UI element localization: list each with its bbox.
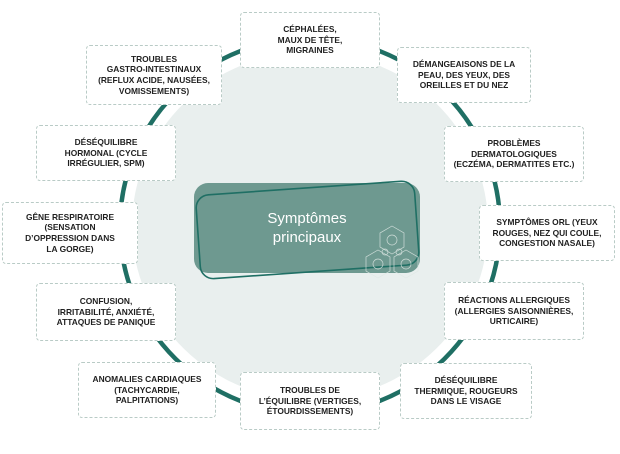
symptom-box-demangeaisons: DÉMANGEAISONS DE LA PEAU, DES YEUX, DES … xyxy=(397,47,531,103)
center-card xyxy=(194,183,420,273)
symptom-box-allergiques: RÉACTIONS ALLERGIQUES (ALLERGIES SAISONN… xyxy=(444,282,584,340)
symptom-box-confusion: CONFUSION, IRRITABILITÉ, ANXIÉTÉ, ATTAQU… xyxy=(36,283,176,341)
symptom-box-gastro: TROUBLES GASTRO-INTESTINAUX (REFLUX ACID… xyxy=(86,45,222,105)
center-title: Symptômes principaux xyxy=(267,210,347,246)
center-card-outline xyxy=(195,180,420,280)
symptom-box-thermique: DÉSÉQUILIBRE THERMIQUE, ROUGEURS DANS LE… xyxy=(400,363,532,419)
symptom-box-cephalees: CÉPHALÉES, MAUX DE TÊTE, MIGRAINES xyxy=(240,12,380,68)
symptom-box-orl: SYMPTÔMES ORL (YEUX ROUGES, NEZ QUI COUL… xyxy=(479,205,615,261)
symptom-box-hormonal: DÉSÉQUILIBRE HORMONAL (CYCLE IRRÉGULIER,… xyxy=(36,125,176,181)
symptom-box-dermatologiques: PROBLÈMES DERMATOLOGIQUES (ECZÉMA, DERMA… xyxy=(444,126,584,182)
hexagon-pattern-decoration xyxy=(365,225,419,279)
symptom-box-cardiaques: ANOMALIES CARDIAQUES (TACHYCARDIE, PALPI… xyxy=(78,362,216,418)
center-shape xyxy=(194,180,420,280)
symptom-box-equilibre: TROUBLES DE L’ÉQUILIBRE (VERTIGES, ÉTOUR… xyxy=(240,372,380,430)
symptom-box-respiratoire: GÊNE RESPIRATOIRE (SENSATION D’OPPRESSIO… xyxy=(2,202,138,264)
